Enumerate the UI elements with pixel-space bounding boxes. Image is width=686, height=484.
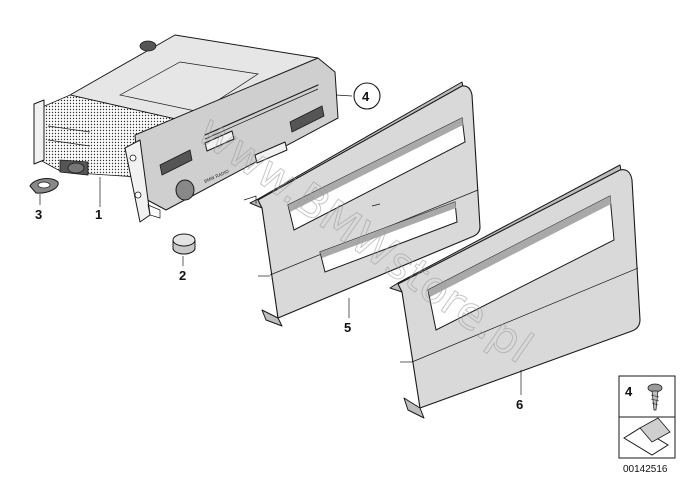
callout-4-circle — [353, 82, 381, 110]
head-unit-part: BMW RADIO — [33, 34, 339, 223]
document-number: 00142516 — [623, 464, 668, 475]
trim-panel-6 — [389, 164, 641, 419]
arrow-icon — [623, 417, 671, 456]
callout-6: 6 — [516, 397, 523, 412]
callout-1: 1 — [95, 207, 102, 222]
callouts: 1 2 3 4 5 6 — [35, 82, 523, 412]
clip-part — [29, 178, 59, 194]
knob-part — [172, 233, 196, 255]
callout-2: 2 — [179, 268, 186, 283]
legend-label: 4 — [625, 384, 633, 399]
screw-icon — [647, 383, 663, 411]
callout-4: 4 — [362, 89, 370, 104]
trim-panel-5 — [243, 81, 481, 327]
leader-lines — [39, 94, 522, 395]
callout-3: 3 — [35, 207, 42, 222]
fastener-legend: 4 00142516 — [618, 375, 676, 475]
callout-5: 5 — [344, 320, 351, 335]
